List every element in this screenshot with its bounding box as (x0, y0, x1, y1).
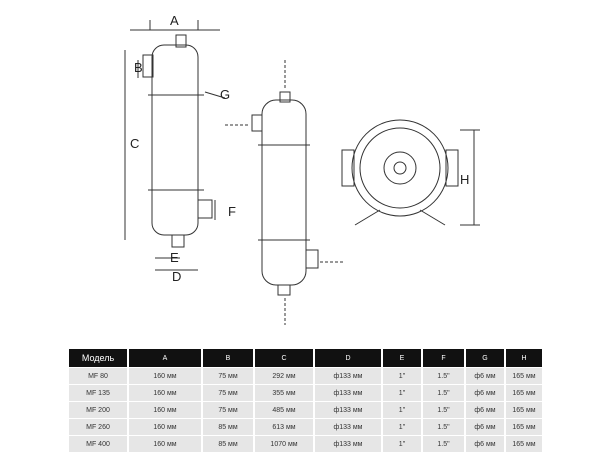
col-c: C (255, 349, 313, 367)
side-view-middle (225, 60, 345, 325)
table-cell: ф6 мм (466, 419, 504, 435)
table-cell: 485 мм (255, 402, 313, 418)
table-cell: 1" (383, 402, 421, 418)
table-cell: 1.5" (423, 419, 464, 435)
table-cell: 1070 мм (255, 436, 313, 452)
col-h: H (506, 349, 542, 367)
table-cell: 165 мм (506, 419, 542, 435)
table-cell: 165 мм (506, 436, 542, 452)
table-cell: ф6 мм (466, 402, 504, 418)
table-cell: MF 135 (69, 385, 127, 401)
table-cell: 1" (383, 368, 421, 384)
table-cell: 165 мм (506, 368, 542, 384)
table-cell: ф133 мм (315, 368, 381, 384)
table-cell: 1" (383, 436, 421, 452)
table-cell: 1.5" (423, 402, 464, 418)
table-cell: 355 мм (255, 385, 313, 401)
col-d: D (315, 349, 381, 367)
dim-label-a: A (170, 13, 179, 28)
col-a: A (129, 349, 201, 367)
dim-label-c: C (130, 136, 139, 151)
table-cell: 1" (383, 419, 421, 435)
table-cell: 613 мм (255, 419, 313, 435)
table-cell: 160 мм (129, 385, 201, 401)
dim-label-f: F (228, 204, 236, 219)
table-cell: 160 мм (129, 368, 201, 384)
dim-label-d: D (172, 269, 181, 284)
table-cell: ф6 мм (466, 436, 504, 452)
table-cell: 75 мм (203, 402, 253, 418)
table-cell: 75 мм (203, 385, 253, 401)
table-cell: MF 80 (69, 368, 127, 384)
side-view-left (124, 20, 226, 271)
dim-label-g: G (220, 87, 230, 102)
dim-label-h: H (460, 172, 469, 187)
table-cell: ф133 мм (315, 385, 381, 401)
dim-label-b: B (134, 60, 143, 75)
table-cell: 85 мм (203, 419, 253, 435)
table-cell: 75 мм (203, 368, 253, 384)
col-f: F (423, 349, 464, 367)
table-cell: 160 мм (129, 436, 201, 452)
dim-label-e: E (170, 250, 179, 265)
table-cell: 1" (383, 385, 421, 401)
table-cell: 292 мм (255, 368, 313, 384)
table-cell: 1.5" (423, 368, 464, 384)
table-cell: 160 мм (129, 402, 201, 418)
col-model: Модель (69, 349, 127, 367)
table-cell: 165 мм (506, 402, 542, 418)
table-cell: 160 мм (129, 419, 201, 435)
technical-drawing: A B C D E F G H (124, 13, 480, 325)
table-cell: ф133 мм (315, 436, 381, 452)
table-header: Модель A B C D E F G H (69, 349, 542, 367)
col-g: G (466, 349, 504, 367)
table-cell: ф133 мм (315, 402, 381, 418)
table-cell: ф133 мм (315, 419, 381, 435)
table-cell: ф6 мм (466, 368, 504, 384)
table-cell: 85 мм (203, 436, 253, 452)
table-cell: ф6 мм (466, 385, 504, 401)
table-cell: MF 260 (69, 419, 127, 435)
table-cell: MF 200 (69, 402, 127, 418)
top-view (341, 119, 480, 226)
table-cell: 1.5" (423, 436, 464, 452)
col-b: B (203, 349, 253, 367)
table-cell: MF 400 (69, 436, 127, 452)
col-e: E (383, 349, 421, 367)
table-cell: 165 мм (506, 385, 542, 401)
table-cell: 1.5" (423, 385, 464, 401)
